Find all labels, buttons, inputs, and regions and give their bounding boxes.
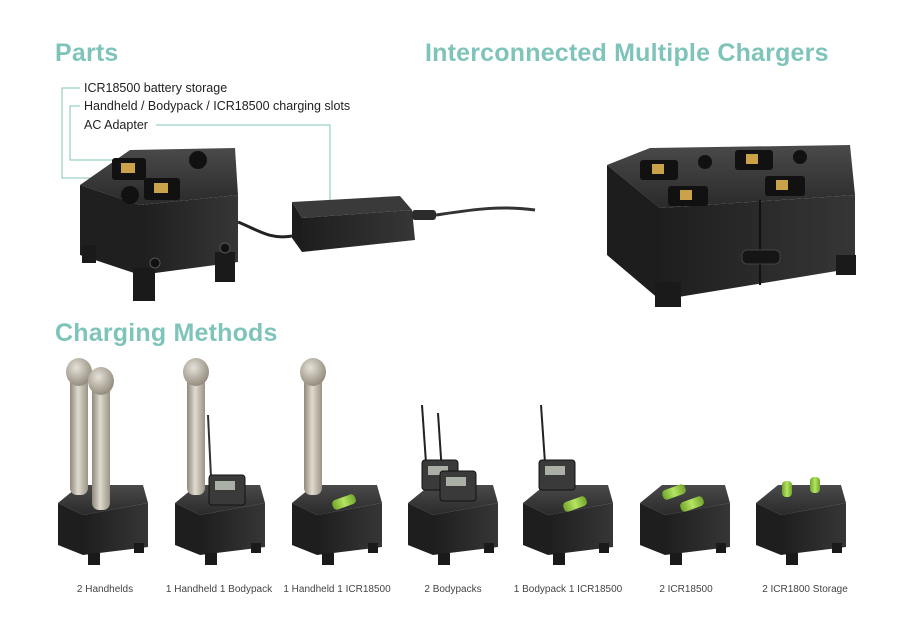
caption-2-bodypacks: 2 Bodypacks <box>424 584 482 595</box>
caption-1-handheld-1-icr18500: 1 Handheld 1 ICR18500 <box>283 584 391 595</box>
callout-charging-slots: Handheld / Bodypack / ICR18500 charging … <box>84 99 351 113</box>
main-charger <box>80 148 238 301</box>
unit-1-bodypack-1-icr18500 <box>523 404 613 565</box>
callout-ac-adapter: AC Adapter <box>84 118 148 132</box>
unit-2-bodypacks <box>408 404 498 565</box>
unit-1-handheld-1-icr18500 <box>292 358 382 565</box>
charging-method-units <box>58 358 846 565</box>
caption-1-bodypack-1-icr18500: 1 Bodypack 1 ICR18500 <box>513 584 623 595</box>
charging-methods-heading: Charging Methods <box>55 319 278 347</box>
caption-2-icr1800-storage: 2 ICR1800 Storage <box>762 584 848 595</box>
interconnected-chargers <box>607 145 856 307</box>
ac-adapter <box>237 196 536 252</box>
caption-2-icr18500: 2 ICR18500 <box>659 584 713 595</box>
callout-battery-storage: ICR18500 battery storage <box>84 81 228 95</box>
interconnected-heading: Interconnected Multiple Chargers <box>425 39 829 67</box>
caption-2-handhelds: 2 Handhelds <box>76 584 134 595</box>
parts-heading: Parts <box>55 39 119 67</box>
unit-1-handheld-1-bodypack <box>175 358 265 565</box>
caption-1-handheld-1-bodypack: 1 Handheld 1 Bodypack <box>165 584 273 595</box>
callout-lines <box>61 87 331 200</box>
unit-2-icr18500 <box>640 484 730 565</box>
unit-2-icr1800-storage <box>756 477 846 565</box>
unit-2-handhelds <box>58 358 148 565</box>
